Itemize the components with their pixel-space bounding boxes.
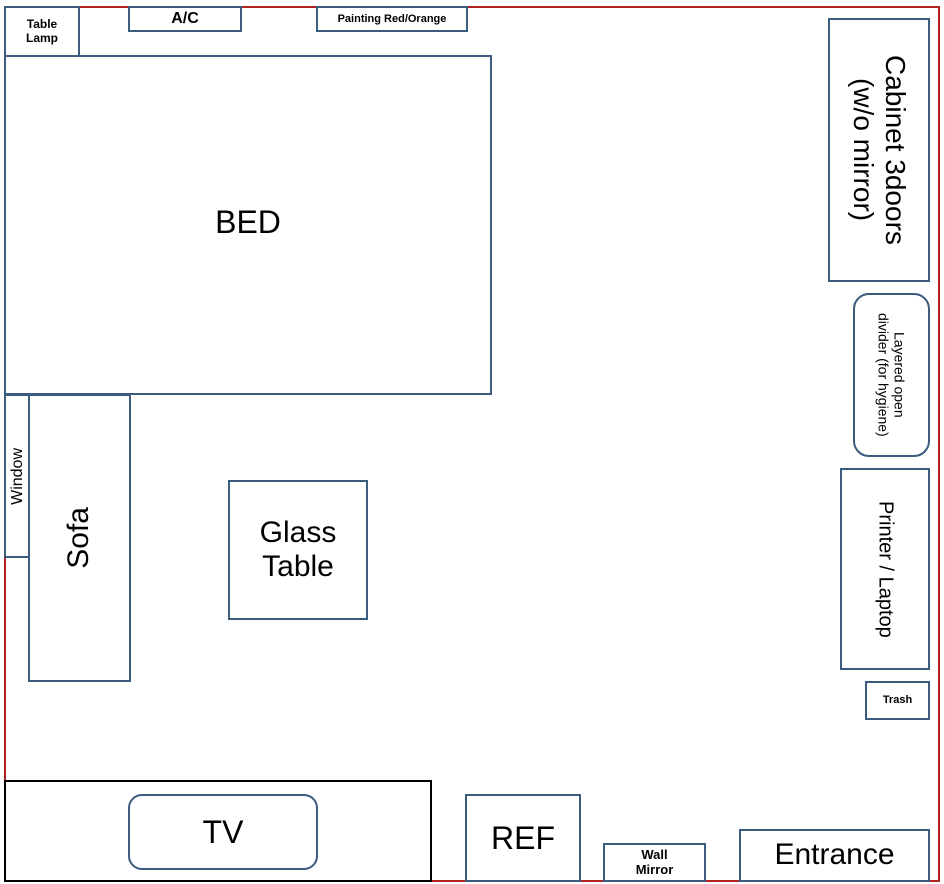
wall-mirror-label: Wall Mirror bbox=[635, 846, 674, 877]
bed-label: BED bbox=[215, 203, 281, 240]
tv: TV bbox=[128, 794, 318, 870]
sofa-label: Sofa bbox=[62, 507, 96, 569]
divider-label: Layered open divider (for hygiene) bbox=[875, 313, 908, 437]
trash: Trash bbox=[865, 681, 930, 720]
entrance: Entrance bbox=[739, 829, 930, 882]
entrance-label: Entrance bbox=[774, 838, 895, 872]
layered-divider: Layered open divider (for hygiene) bbox=[853, 293, 930, 457]
ref-label: REF bbox=[491, 819, 555, 856]
table-lamp: Table Lamp bbox=[4, 6, 80, 58]
ac-label: A/C bbox=[171, 9, 199, 27]
printer-label: Printer / Laptop bbox=[874, 500, 897, 638]
trash-label: Trash bbox=[882, 694, 913, 707]
window: Window bbox=[4, 394, 32, 558]
painting: Painting Red/Orange bbox=[316, 6, 468, 32]
printer-laptop: Printer / Laptop bbox=[840, 468, 930, 670]
refrigerator: REF bbox=[465, 794, 581, 882]
wall-mirror: Wall Mirror bbox=[603, 843, 706, 882]
glass-table-label: Glass Table bbox=[259, 515, 337, 584]
table-lamp-label: Table Lamp bbox=[25, 17, 58, 45]
bed: BED bbox=[4, 55, 492, 395]
cabinet-label: Cabinet 3doors (w/o mirror) bbox=[848, 55, 912, 245]
air-conditioner: A/C bbox=[128, 6, 242, 32]
cabinet: Cabinet 3doors (w/o mirror) bbox=[828, 18, 930, 282]
glass-table: Glass Table bbox=[228, 480, 368, 620]
tv-label: TV bbox=[202, 813, 244, 850]
sofa: Sofa bbox=[28, 394, 131, 682]
window-label: Window bbox=[8, 447, 26, 505]
painting-label: Painting Red/Orange bbox=[337, 12, 447, 25]
